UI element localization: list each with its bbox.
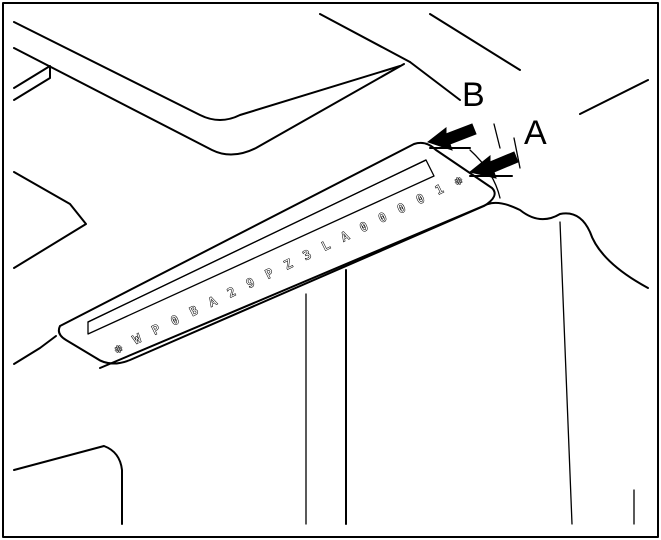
vin-character: P	[150, 322, 163, 338]
vin-character: 0	[376, 210, 389, 226]
bracket-curve	[469, 149, 501, 199]
vin-character: 9	[244, 275, 257, 291]
arrow-b	[426, 123, 477, 151]
vin-character: 0	[414, 191, 427, 207]
vin-character: 2	[225, 285, 238, 301]
vin-character: L	[320, 238, 333, 254]
dashboard-panel	[13, 13, 649, 156]
vin-character: 3	[301, 247, 314, 263]
vin-character: ❊	[452, 172, 465, 188]
vin-character: 0	[169, 313, 182, 329]
leader-a	[513, 137, 521, 169]
vin-character: W	[131, 331, 144, 347]
callout-b: B	[462, 76, 485, 114]
callout-a: A	[524, 114, 547, 152]
vin-character: Z	[282, 257, 295, 273]
vin-character: 0	[395, 201, 408, 217]
vin-character: 1	[433, 182, 446, 198]
vin-character: B	[187, 303, 200, 319]
arrow-a	[468, 151, 519, 179]
vin-character: P	[263, 266, 276, 282]
vin-character: ❊	[112, 340, 125, 356]
vin-character: A	[339, 228, 352, 244]
vin-character: A	[206, 293, 219, 309]
left-panel	[13, 171, 123, 525]
vin-plate	[57, 141, 496, 365]
windshield-base	[99, 201, 649, 525]
leader-b	[493, 123, 501, 149]
vin-character: 0	[357, 219, 370, 235]
